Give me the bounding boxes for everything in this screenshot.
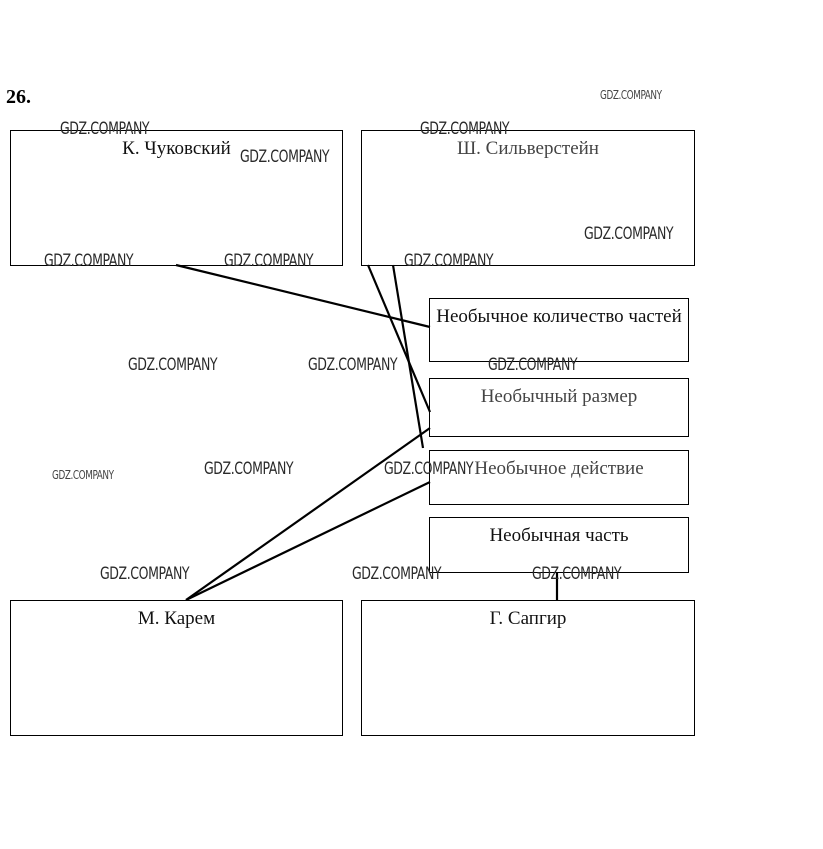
trait-label: Необычное количество частей [436,306,682,327]
watermark: GDZ.COMPANY [532,564,622,584]
watermark: GDZ.COMPANY [488,355,578,375]
link-silverstein-size [366,264,432,413]
watermark: GDZ.COMPANY [420,119,510,139]
watermark: GDZ.COMPANY [44,251,134,271]
author-name: Г. Сапгир [489,608,567,629]
trait-label: Необычный размер [480,386,638,407]
author-box-silverstein: Ш. Сильверстейн [361,130,695,266]
watermark: GDZ.COMPANY [352,564,442,584]
watermark: GDZ.COMPANY [584,224,674,244]
author-name: Ш. Сильверстейн [457,138,599,159]
watermark: GDZ.COMPANY [308,355,398,375]
watermark: GDZ.COMPANY [404,251,494,271]
watermark: GDZ.COMPANY [204,459,294,479]
exercise-number: 26. [6,86,31,108]
trait-box-count: Необычное количество частей [429,298,689,362]
watermark: GDZ.COMPANY [600,88,662,102]
link-chukovsky-count [175,263,431,329]
watermark: GDZ.COMPANY [52,468,114,482]
trait-label: Необычная часть [489,525,629,546]
watermark: GDZ.COMPANY [100,564,190,584]
watermark: GDZ.COMPANY [384,459,474,479]
link-silverstein-action [391,264,425,449]
author-name: К. Чуковский [122,138,231,159]
author-name: М. Карем [137,608,216,629]
author-box-karem: М. Карем [10,600,343,736]
watermark: GDZ.COMPANY [240,147,330,167]
watermark: GDZ.COMPANY [128,355,218,375]
watermark: GDZ.COMPANY [224,251,314,271]
trait-box-size: Необычный размер [429,378,689,437]
watermark: GDZ.COMPANY [60,119,150,139]
author-box-sapgir: Г. Сапгир [361,600,695,736]
trait-label: Необычное действие [474,458,644,479]
